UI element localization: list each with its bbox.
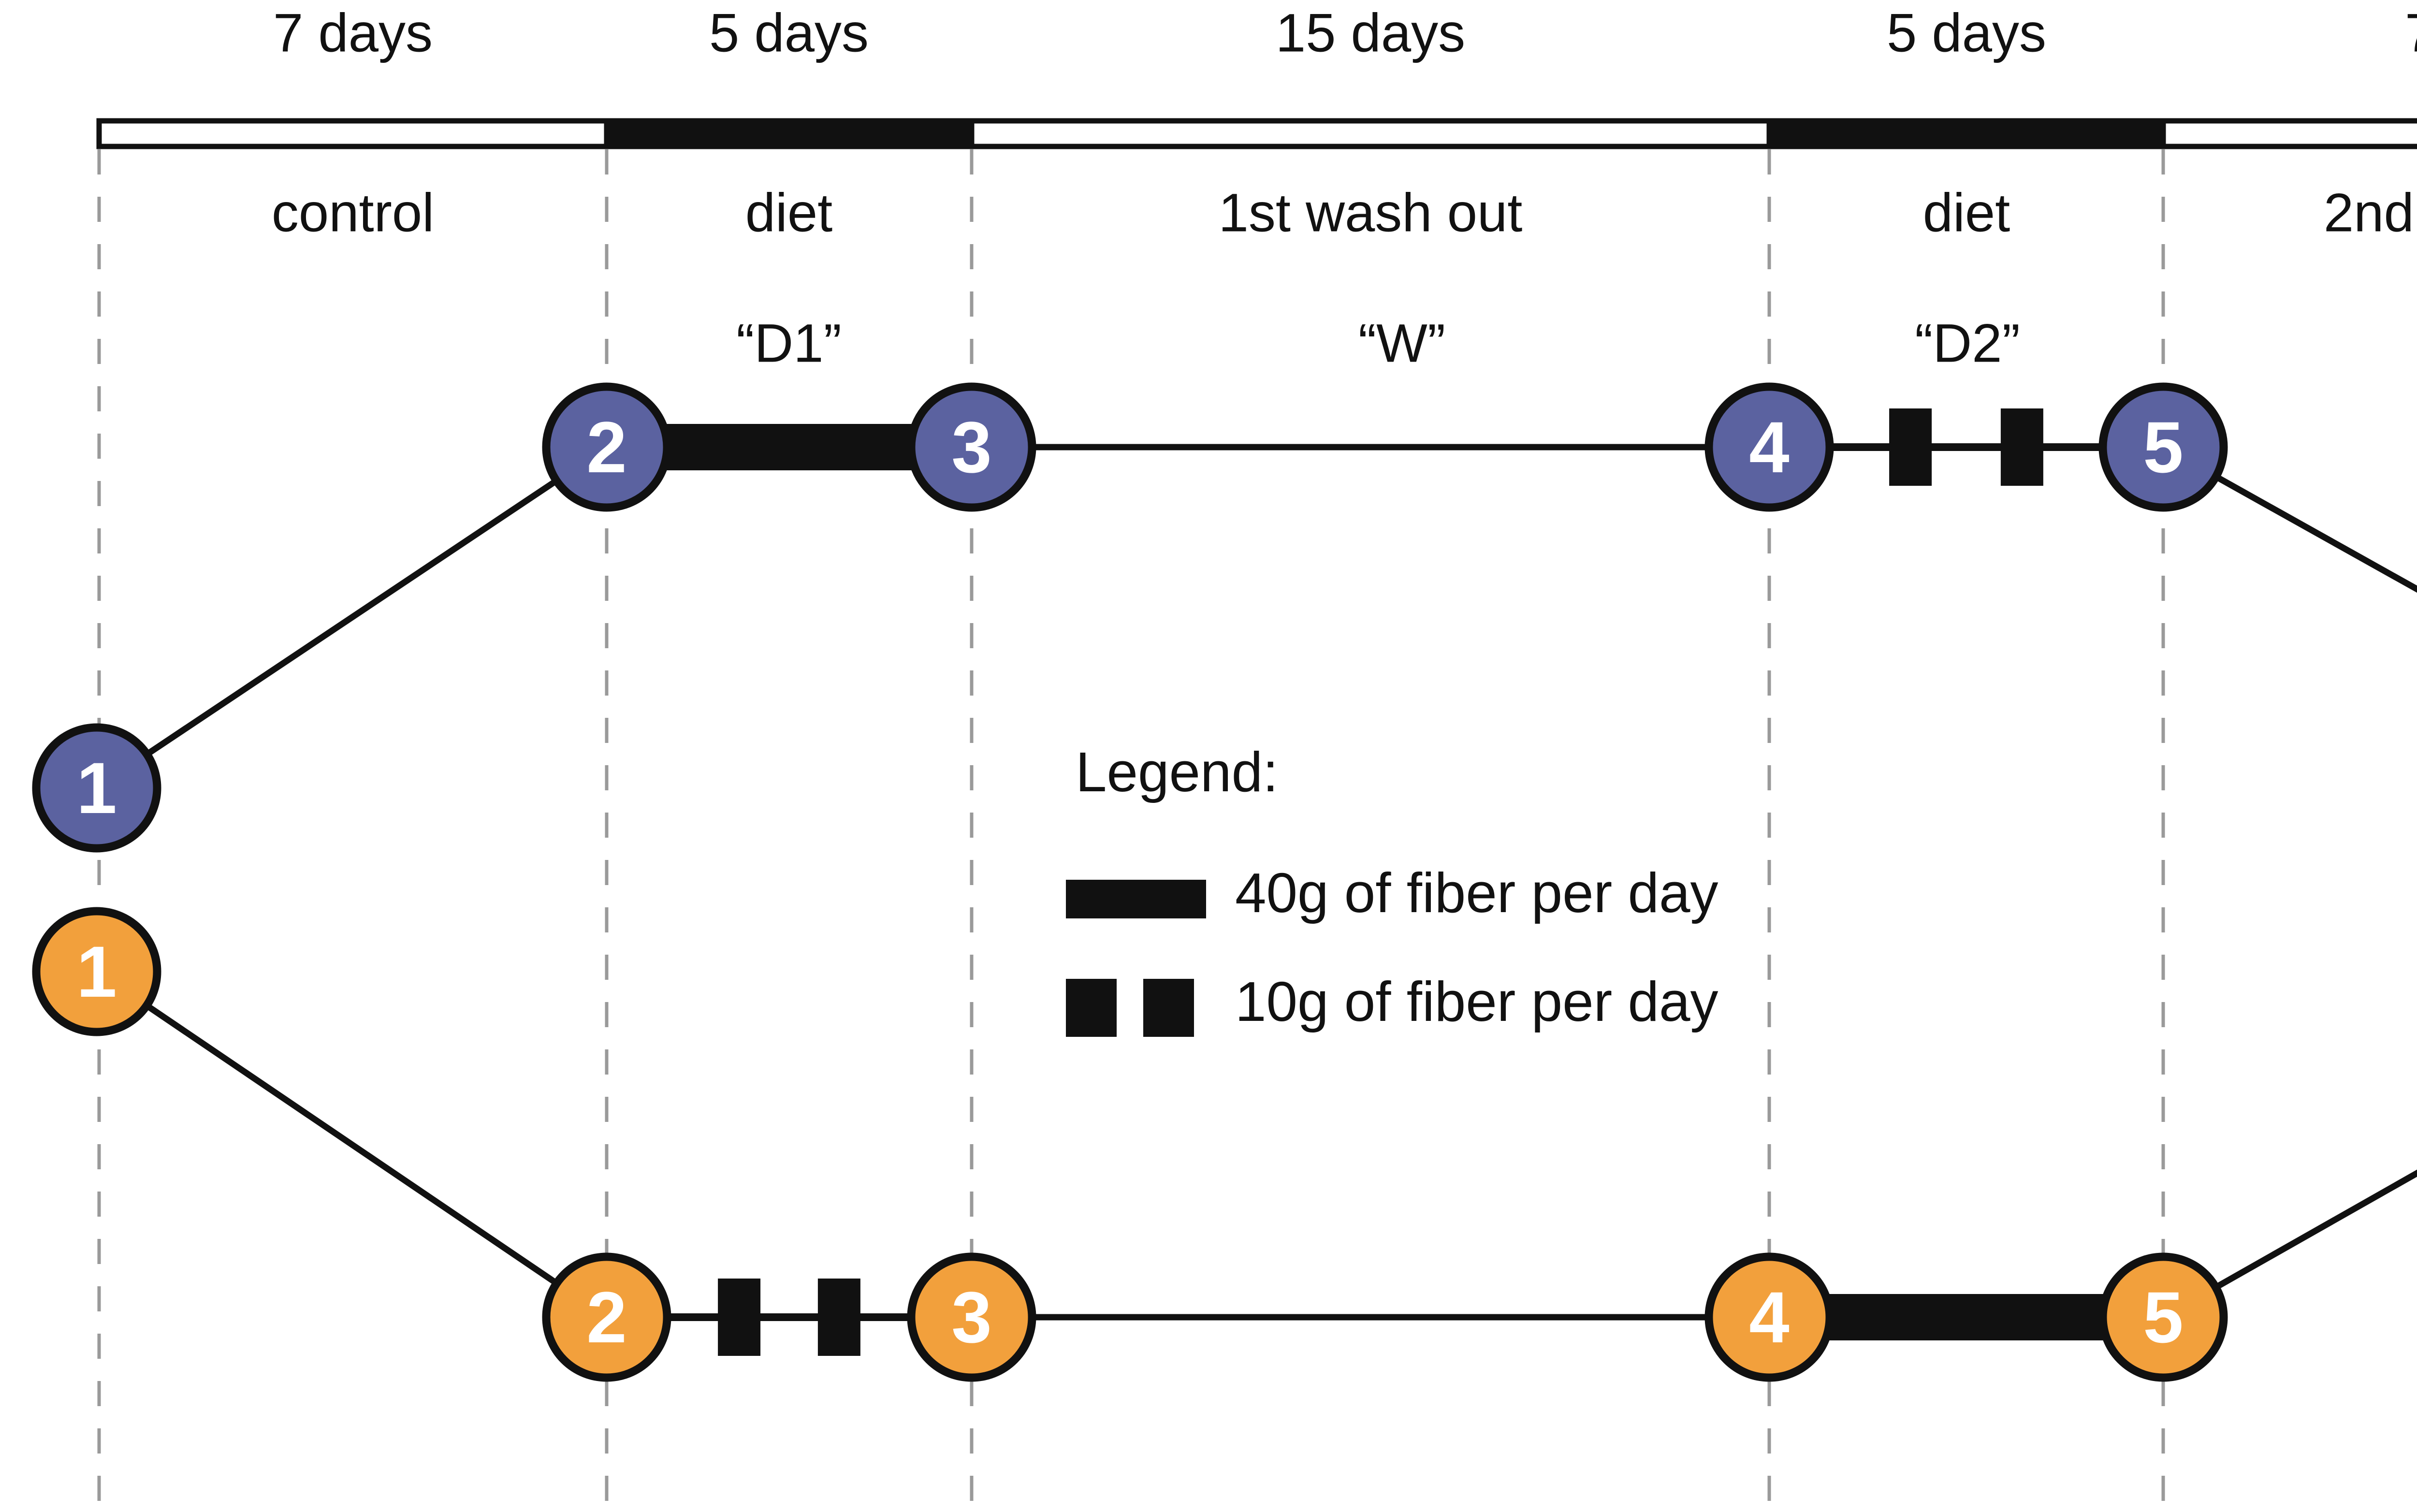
phase-tag-1: “W” [1358,313,1446,374]
duration-label-4: 7 days [2405,2,2417,64]
node-arm-b-2-label: 2 [586,1277,626,1358]
legend-item-10g-label: 10g of fiber per day [1235,970,1718,1033]
timeline-segment-2nd-wash-out [2160,118,2417,149]
timeline-segment-diet [604,118,975,149]
period-label-3: diet [1922,182,2010,243]
legend-swatch-square-0 [1066,979,1117,1037]
link-arm-b-1-2-plain [142,1001,561,1288]
phase-tag-0: “D1” [736,313,842,374]
link-arm-a-1-2-plain [143,476,561,759]
link-arm-b-2-3-dashed-square-square-1 [817,1279,860,1356]
nodes-group: 123456123456 [32,382,2228,1382]
node-arm-a-4-label: 4 [1749,407,1789,488]
node-arm-a-5-circle[interactable] [2098,382,2228,512]
duration-label-1: 5 days [709,2,869,63]
period-label-1: diet [745,182,833,243]
legend-item-40g-label: 40g of fiber per day [1235,861,1718,924]
timeline-segment-control [96,118,610,149]
node-arm-a-1-label: 1 [76,747,116,829]
duration-label-3: 5 days [1887,2,2046,63]
node-arm-b-4-circle[interactable] [1704,1252,1834,1382]
legend-glyphs-group [1066,880,1206,1037]
duration-label-2: 15 days [1275,2,1466,63]
period-label-4: 2nd wash out [2323,182,2417,243]
period-label-0: control [271,182,435,243]
period-label-2: 1st wash out [1218,182,1523,243]
node-arm-b-1-circle[interactable] [32,907,161,1036]
node-arm-a-2-label: 2 [586,407,626,488]
node-arm-a-3-label: 3 [951,407,991,488]
node-arm-b-1-label: 1 [76,931,116,1012]
node-arm-a-4-circle[interactable] [1704,382,1834,512]
timeline-segment-1st-wash-out [969,118,1772,149]
node-arm-b-5-circle[interactable] [2098,1252,2228,1382]
legend-swatch-thick-bar [1066,880,1206,918]
node-arm-b-2-circle[interactable] [542,1252,671,1382]
link-arm-a-4-5-dashed-square-square-1 [2000,408,2043,486]
node-arm-a-5-label: 5 [2143,407,2183,488]
link-arm-a-5-6-plain [2212,472,2417,593]
node-arm-b-3-label: 3 [951,1277,991,1358]
node-arm-b-3-circle[interactable] [907,1252,1036,1382]
legend-title: Legend: [1076,741,1279,803]
timeline-segment-diet [1766,118,2166,149]
link-arm-b-5-6-plain [2212,1169,2417,1292]
link-arm-b-2-3-dashed-square-square-0 [718,1279,761,1356]
link-arm-a-4-5-dashed-square-square-0 [1889,408,1932,486]
node-arm-a-2-circle[interactable] [542,382,671,512]
node-arm-a-1-circle[interactable] [32,723,161,853]
timeline-bar-group [96,118,2417,149]
node-arm-b-5-label: 5 [2143,1277,2183,1358]
node-arm-b-4-label: 4 [1749,1277,1789,1358]
phase-tag-2: “D2” [1915,313,2020,374]
legend-swatch-square-1 [1143,979,1194,1037]
node-arm-a-3-circle[interactable] [907,382,1036,512]
duration-label-0: 7 days [273,2,433,63]
links-group [142,408,2417,1356]
